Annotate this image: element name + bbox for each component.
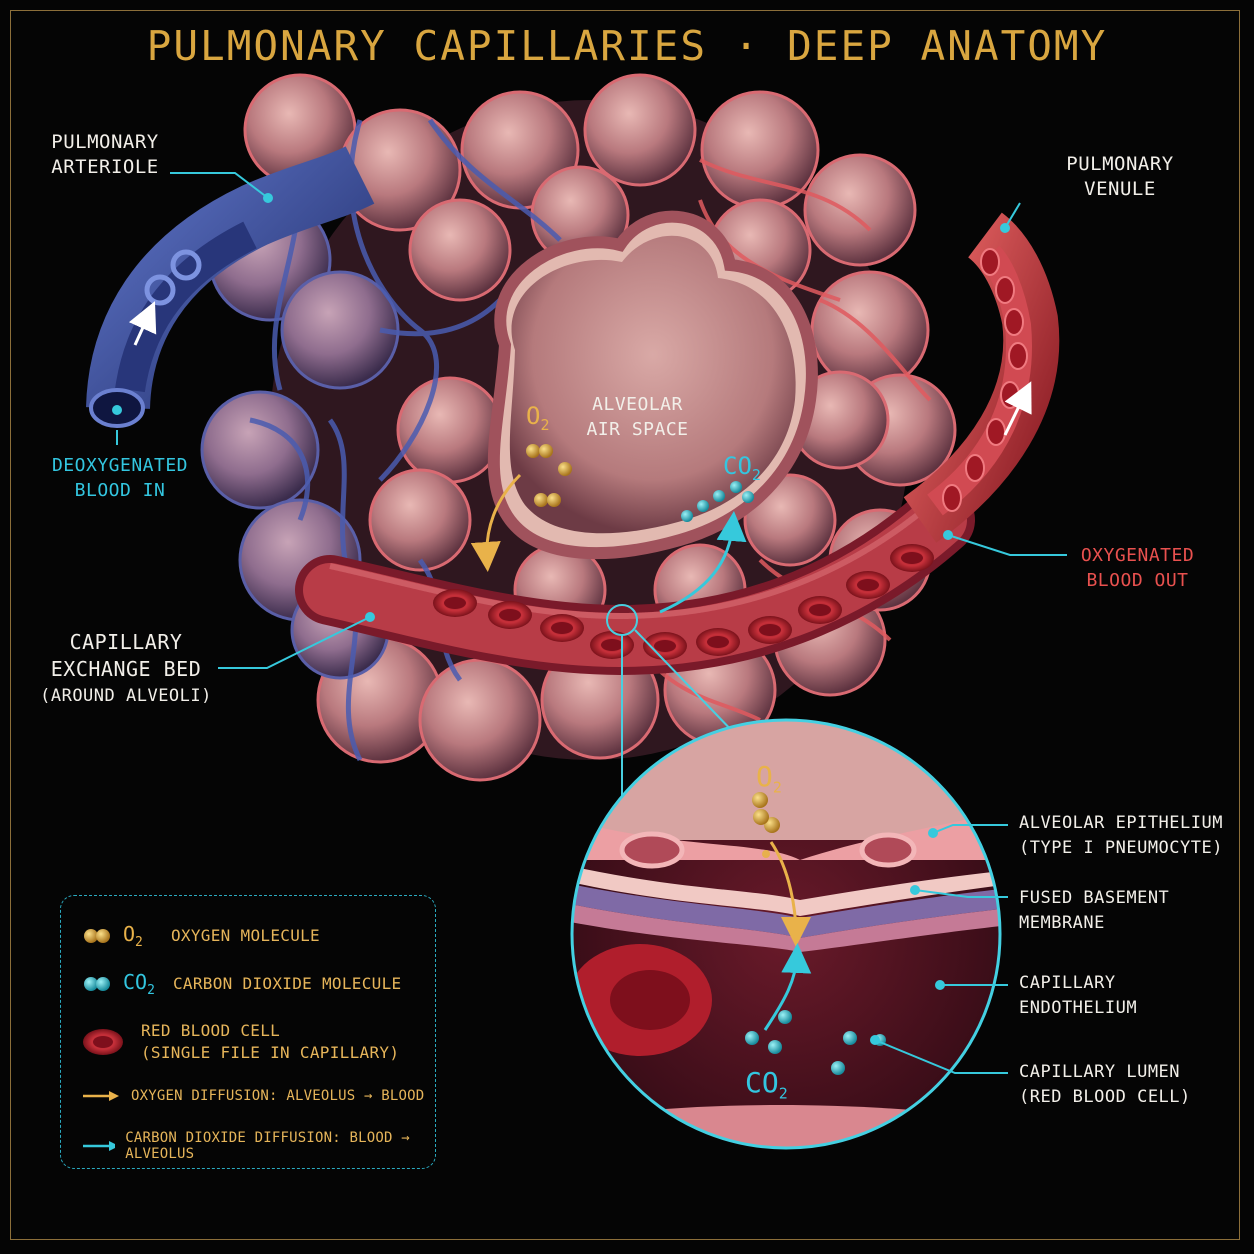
- label-capillary-lumen: CAPILLARY LUMEN(RED BLOOD CELL): [1019, 1062, 1191, 1107]
- co2-molecules-cavity: [681, 481, 754, 522]
- zoom-detail-circle: [570, 718, 1002, 1150]
- o2-formula-zoom: O2: [756, 760, 782, 797]
- legend-o2-diffusion: OXYGEN DIFFUSION: ALVEOLUS → BLOOD: [81, 1088, 424, 1104]
- red-blood-cell-icon: [83, 1029, 123, 1055]
- pulmonary-venule-vessel: [903, 212, 1060, 543]
- label-alveolar-epithelium: ALVEOLAR EPITHELIUM(TYPE I PNEUMOCYTE): [1019, 813, 1223, 858]
- co2-formula-cavity: CO2: [723, 452, 761, 484]
- gold-arrow-icon: [83, 1091, 119, 1101]
- co2-molecule-icon: [84, 977, 110, 991]
- legend-co2: CO2 CARBON DIOXIDE MOLECULE: [81, 970, 401, 998]
- legend-co2-diffusion: CARBON DIOXIDE DIFFUSION: BLOOD → ALVEOL…: [81, 1130, 435, 1162]
- oxygen-molecules-cavity: [526, 444, 572, 507]
- leader-lines: [112, 172, 1067, 1074]
- o2-diffusion-arrow-main: [470, 473, 522, 572]
- diagram-title: PULMONARY CAPILLARIES · DEEP ANATOMY: [146, 22, 1108, 70]
- co2-diffusion-arrow-main: [659, 511, 747, 614]
- o2-formula-cavity: O2: [526, 402, 550, 434]
- cyan-arrow-icon: [83, 1141, 116, 1151]
- capillary-vessel: [295, 485, 975, 676]
- o2-molecule-icon: [84, 929, 110, 943]
- legend-rbc: RED BLOOD CELL(SINGLE FILE IN CAPILLARY): [81, 1020, 399, 1064]
- alveolar-cavity: [487, 210, 818, 560]
- legend-box: O2 OXYGEN MOLECULE CO2 CARBON DIOXIDE MO…: [60, 895, 436, 1169]
- legend-o2: O2 OXYGEN MOLECULE: [81, 922, 320, 950]
- co2-formula-zoom: CO2: [745, 1066, 788, 1103]
